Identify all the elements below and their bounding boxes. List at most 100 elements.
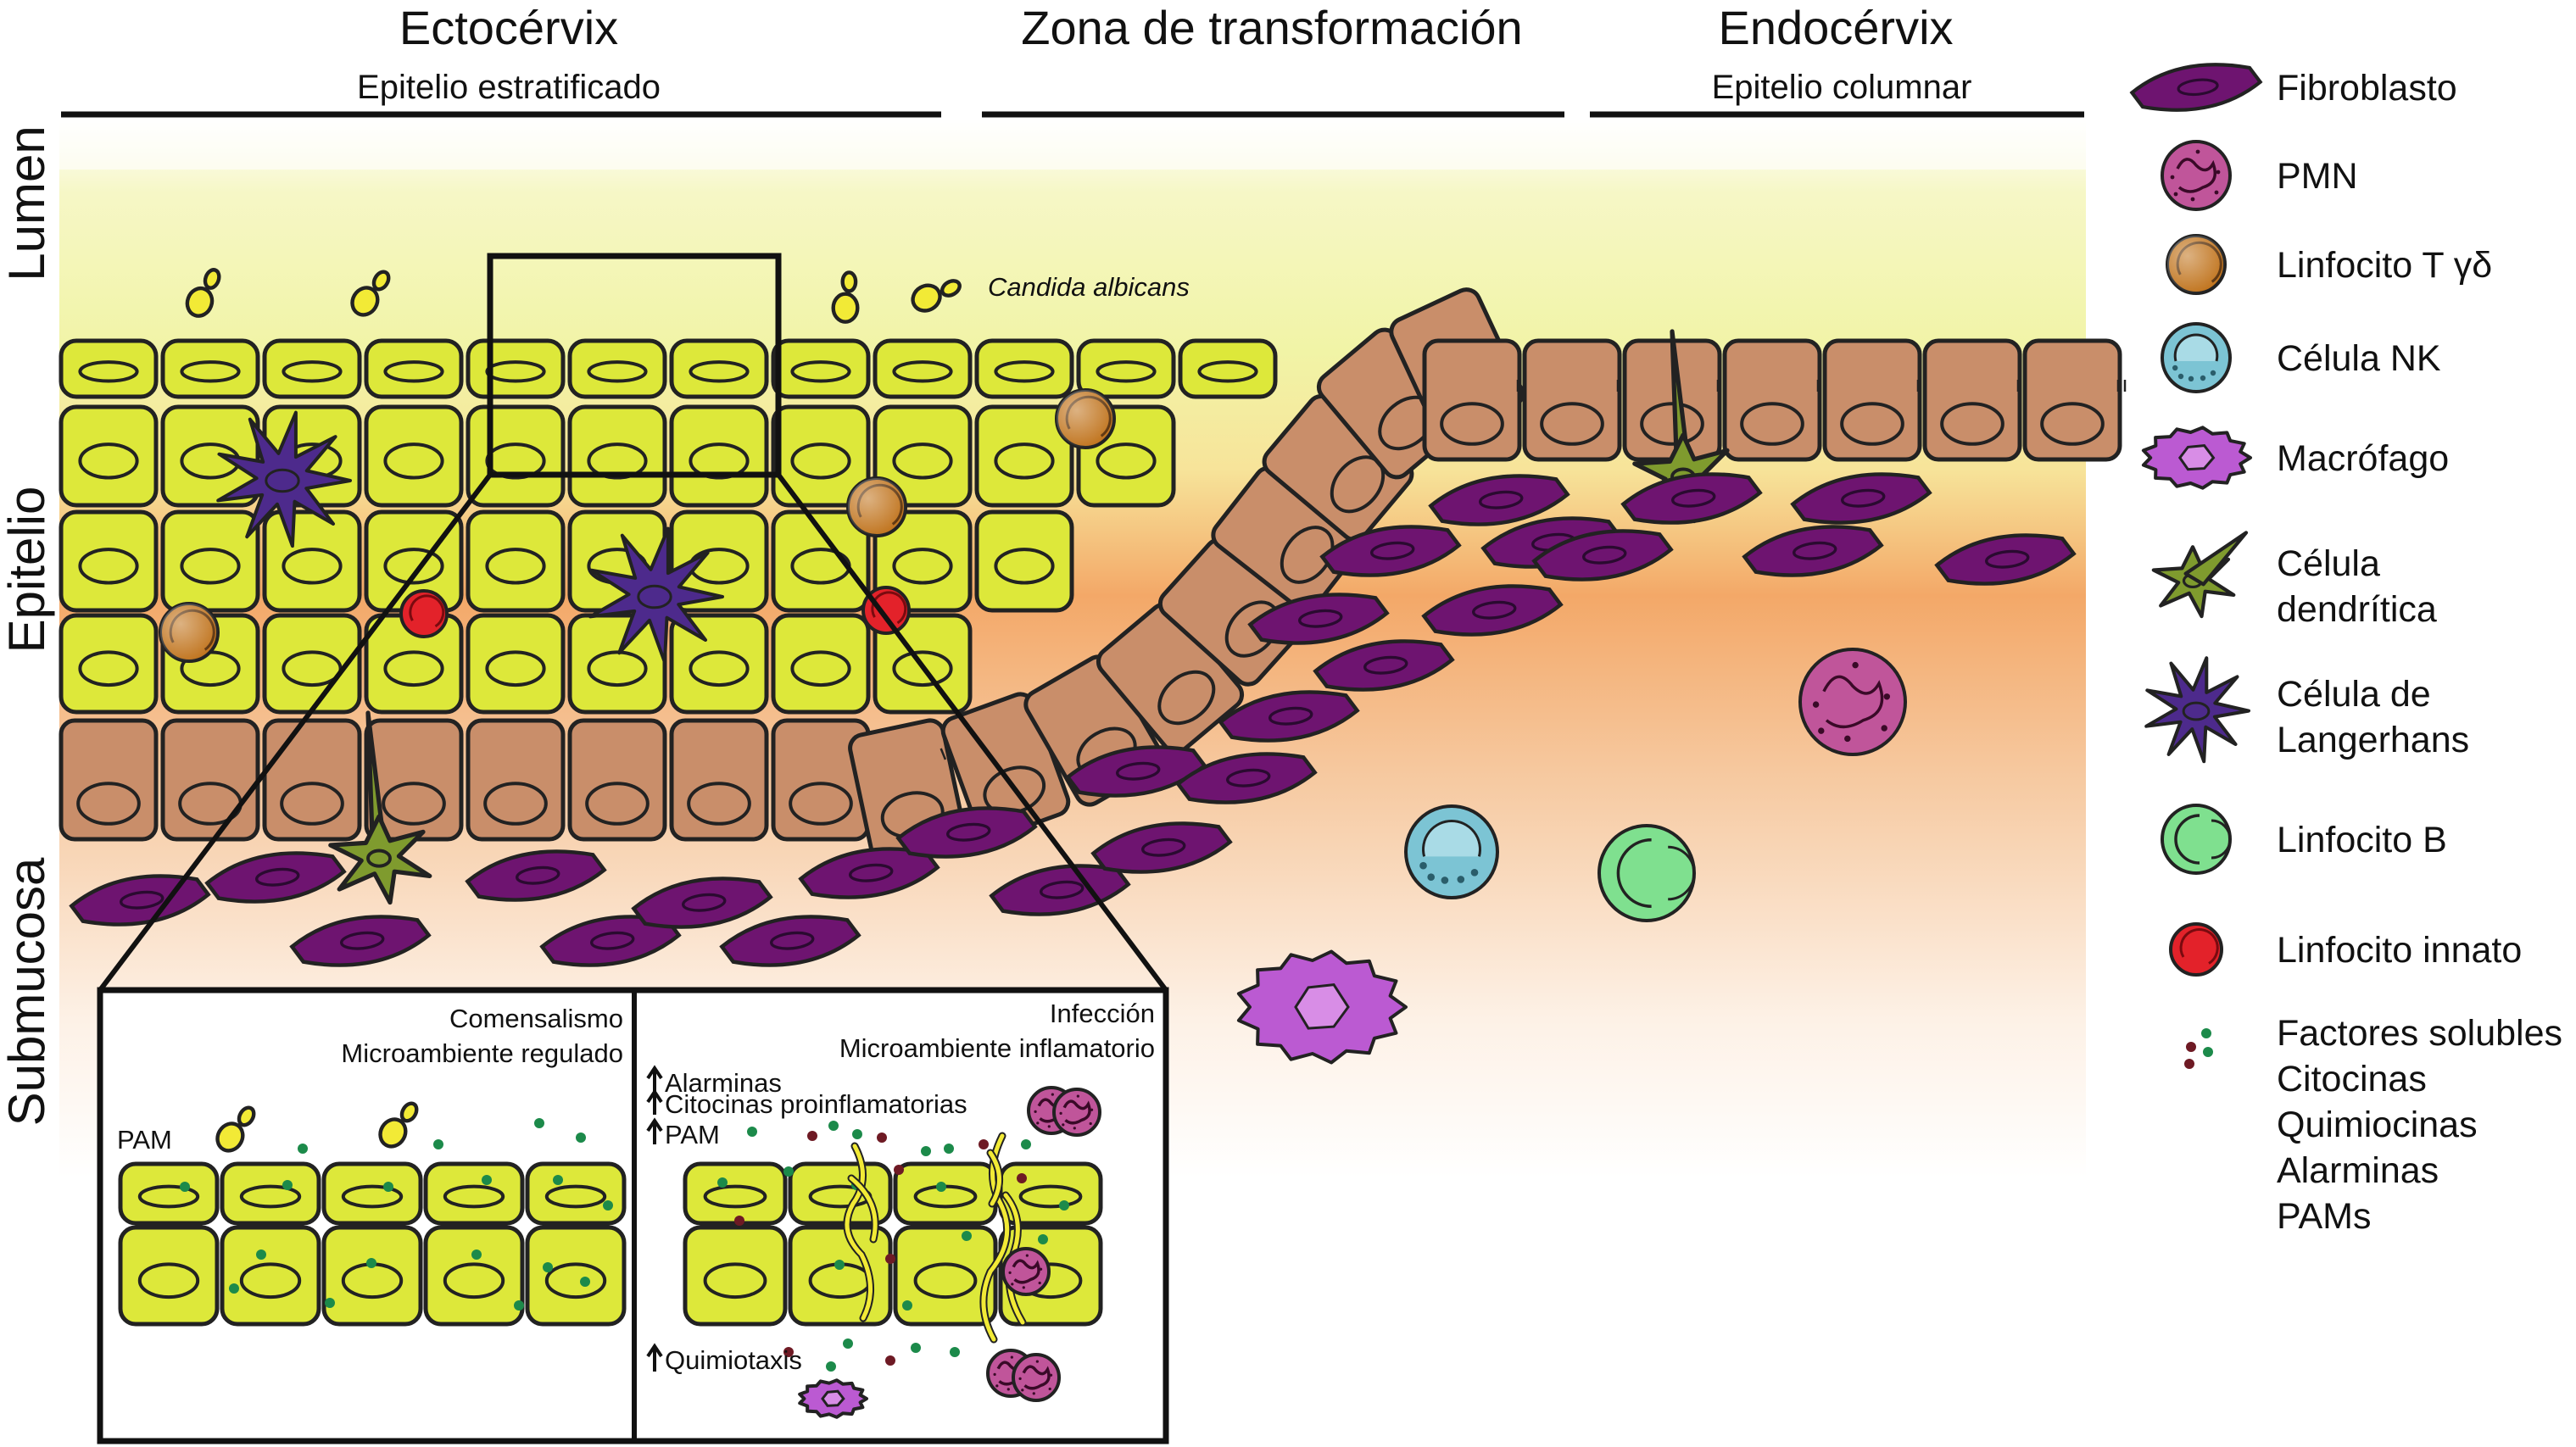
cell-nucleus: [1640, 402, 1704, 446]
squamous-cell: [160, 338, 260, 399]
pmn-granule: [1051, 1093, 1054, 1096]
cell-body: [262, 509, 362, 613]
squamous-cell: [893, 1225, 998, 1327]
soluble-factor-dot: [325, 1298, 335, 1308]
pmn-granule: [1062, 1123, 1065, 1127]
up-arrow-icon: [646, 1088, 663, 1115]
fibroblast-body: [1428, 474, 1570, 526]
cell-body: [567, 718, 667, 842]
t-cell-shine: [160, 604, 218, 661]
t-cell-shine: [848, 478, 906, 536]
cell-body: [59, 338, 159, 399]
fibroblast: [1247, 593, 1390, 645]
pmn-nucleus: [1062, 1099, 1091, 1125]
soluble-factors-icon: [2184, 1028, 2213, 1069]
soluble-factor-dot: [2186, 1042, 2196, 1052]
fibroblast-body: [1421, 584, 1564, 637]
pmn-granule: [2214, 190, 2219, 195]
cell-nucleus: [280, 782, 344, 826]
pmn-granule: [1818, 727, 1825, 734]
cell-nucleus: [1740, 402, 1804, 446]
cell-nucleus: [1096, 442, 1157, 480]
zoom-region-box: [487, 253, 782, 478]
squamous-cell: [59, 338, 159, 399]
pmn-granule: [1089, 1121, 1092, 1126]
t-lymphocyte: [2166, 234, 2227, 295]
cell-body: [669, 718, 769, 842]
nk-cell: [1404, 804, 1499, 899]
pmn-granule: [993, 1372, 996, 1376]
cell-nucleus: [892, 548, 953, 585]
legend-label: Alarminas: [2277, 1150, 2439, 1191]
cell-nucleus: [544, 1262, 607, 1300]
cell-body: [669, 404, 769, 508]
squamous-cell: [321, 1225, 423, 1327]
cell-nucleus: [78, 548, 139, 585]
soluble-factor-dot: [747, 1127, 757, 1137]
fibroblast-nucleus: [2177, 78, 2219, 97]
cell-nucleus: [2040, 402, 2105, 446]
fibroblast-nucleus: [849, 863, 894, 882]
cell-body: [59, 404, 159, 508]
layer-submucosa: Submucosa: [0, 857, 55, 1126]
soluble-factor-dot: [734, 1216, 744, 1226]
squamous-cell: [567, 613, 667, 715]
legend-label: Quimiocinas: [2277, 1105, 2478, 1145]
candida-yeast: [185, 268, 221, 318]
cell-body: [567, 613, 667, 715]
cell-nucleus: [892, 360, 953, 383]
innate-nucleus: [871, 591, 907, 625]
langerhans-cell-nucleus: [265, 468, 300, 493]
cell-nucleus: [790, 650, 851, 687]
candida-yeast: [378, 1101, 419, 1149]
cell-body: [873, 404, 973, 508]
fibroblast-nucleus: [1582, 545, 1627, 565]
cell-body: [59, 718, 159, 842]
cell-body: [1922, 338, 2022, 462]
soluble-factor-dot: [843, 1338, 853, 1349]
fibroblast-nucleus: [1671, 488, 1716, 508]
cell-body: [118, 1225, 220, 1327]
squamous-cell: [59, 509, 159, 613]
yeast-mother: [185, 286, 215, 318]
soluble-factor-dot: [2201, 1028, 2211, 1038]
cell-nucleus: [383, 650, 444, 687]
cell-nucleus: [180, 548, 241, 585]
pmn-granule: [1035, 1360, 1039, 1363]
up-item-alarminas: Alarminas: [665, 1068, 782, 1098]
columnar-cell: [1522, 338, 1622, 462]
yeast-bud: [840, 270, 858, 293]
fibroblast-nucleus: [1040, 880, 1084, 899]
squamous-cell: [683, 1161, 788, 1226]
soluble-factor-dot: [298, 1144, 308, 1154]
fibroblast: [1934, 533, 2077, 586]
cell-body: [220, 1161, 321, 1226]
nk-nucleus: [1422, 819, 1481, 857]
t-lymphocyte: [846, 476, 907, 537]
legend-label: Linfocito B: [2277, 820, 2447, 860]
soluble-factor-dot: [944, 1144, 954, 1154]
submucosa-cells: [69, 472, 2077, 1065]
soluble-factor-dot: [979, 1139, 989, 1149]
innate-body: [399, 589, 449, 638]
fibroblast: [1175, 752, 1318, 804]
nk-granule: [1457, 876, 1465, 883]
cell-nucleus: [483, 782, 548, 826]
cell-nucleus: [485, 548, 546, 585]
langerhans-cell-body: [216, 410, 352, 548]
soluble-factor-dot: [877, 1133, 887, 1143]
pmn-body: [1012, 1353, 1061, 1402]
columnar-cell: [262, 718, 362, 842]
nk-cell-icon: [2161, 322, 2232, 393]
yeast-mother: [350, 286, 380, 317]
candida-label: Candida albicans: [988, 272, 1190, 302]
inset-right-subtitle: Microambiente inflamatorio: [839, 1033, 1155, 1063]
legend-item: Linfocito innato: [2169, 922, 2522, 977]
fibroblast-nucleus: [255, 867, 300, 887]
squamous-cell: [567, 404, 667, 508]
fibroblast-body: [1742, 525, 1884, 577]
macrophage: [798, 1378, 868, 1419]
pmn-granule: [2190, 197, 2195, 202]
legend-label: Linfocito innato: [2277, 930, 2522, 971]
cell-nucleus: [1440, 402, 1504, 446]
